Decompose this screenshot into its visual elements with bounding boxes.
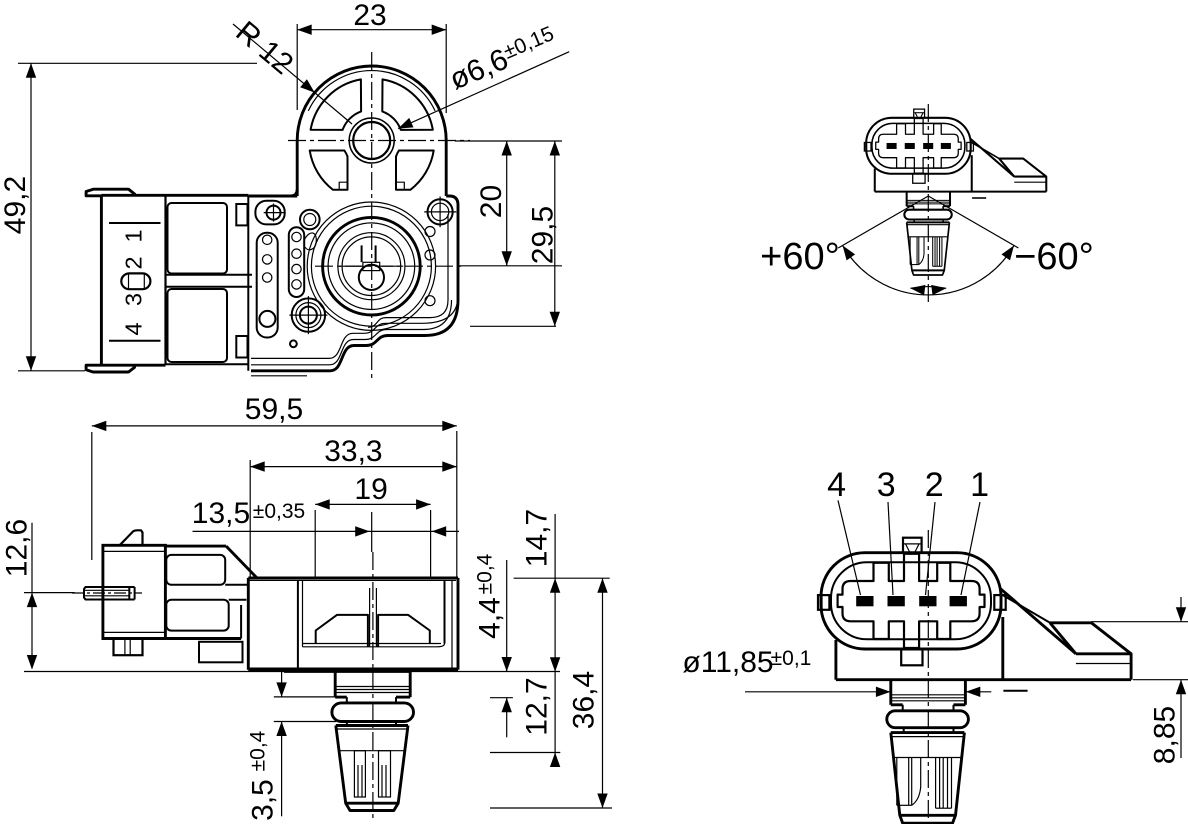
svg-text:4: 4 [120,322,146,335]
svg-text:3: 3 [877,466,896,504]
svg-text:23: 23 [353,0,386,32]
svg-text:33,3: 33,3 [324,435,382,468]
svg-text:3: 3 [120,293,146,306]
svg-text:ø11,85: ø11,85 [682,646,773,679]
svg-text:±0,4: ±0,4 [474,553,497,594]
svg-text:49,2: 49,2 [0,176,32,234]
svg-text:59,5: 59,5 [245,393,303,426]
svg-text:13,5: 13,5 [192,497,250,530]
svg-text:1: 1 [120,229,146,242]
svg-text:4,4: 4,4 [474,597,507,639]
svg-text:±0,4: ±0,4 [247,730,270,771]
svg-text:36,4: 36,4 [568,671,601,729]
svg-text:14,7: 14,7 [521,509,554,567]
svg-text:29,5: 29,5 [527,206,560,264]
svg-text:4: 4 [827,466,846,504]
svg-text:12,7: 12,7 [521,677,554,735]
svg-text:19: 19 [354,473,387,506]
svg-text:2: 2 [120,256,146,269]
svg-text:±0,1: ±0,1 [771,647,812,670]
svg-text:2: 2 [925,466,944,504]
svg-text:3,5: 3,5 [247,779,280,821]
svg-text:±0,35: ±0,35 [253,500,305,523]
svg-text:12,6: 12,6 [1,519,34,577]
svg-text:20: 20 [475,185,508,218]
svg-text:8,85: 8,85 [1149,706,1182,764]
svg-text:+60°: +60° [760,236,840,278]
svg-text:1: 1 [970,466,989,504]
svg-text:−60°: −60° [1014,236,1094,278]
